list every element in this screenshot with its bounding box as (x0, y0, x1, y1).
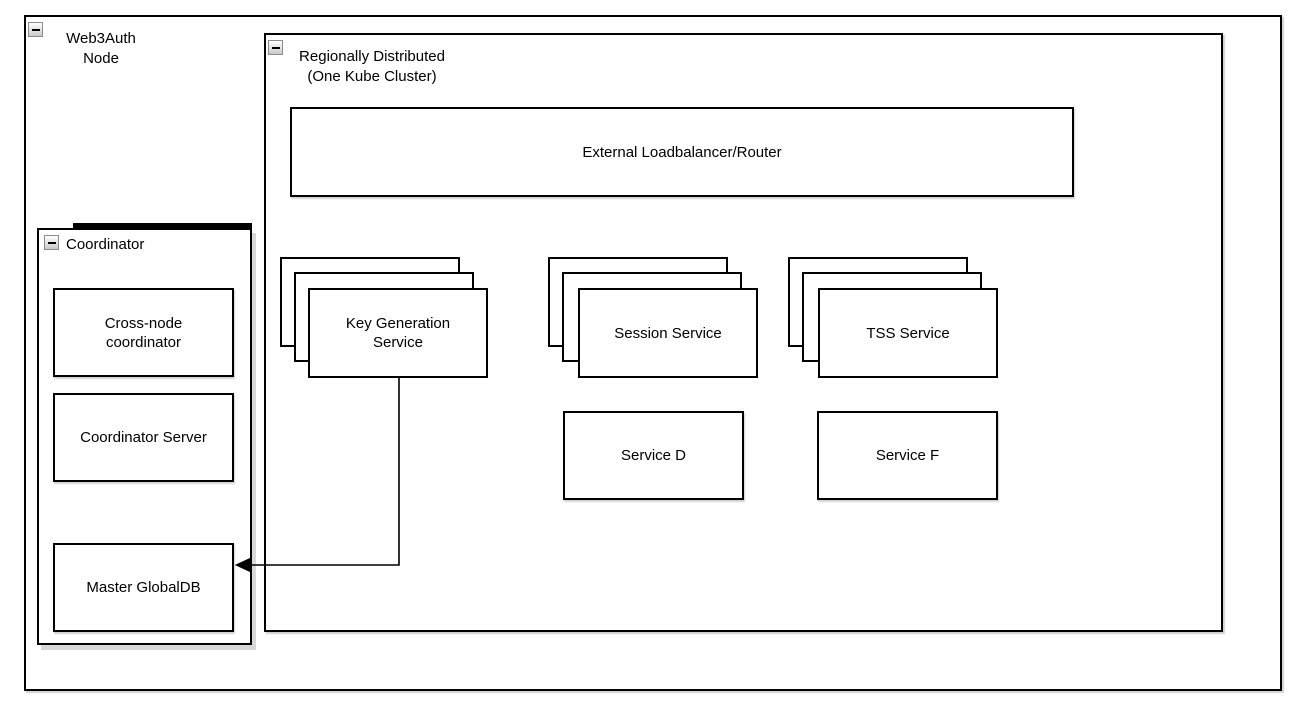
master-globaldb-box[interactable]: Master GlobalDB (53, 543, 234, 632)
coordinator-label: Coordinator (66, 236, 145, 253)
key-generation-label: Key Generation Service (345, 315, 451, 351)
tss-service-label: TSS Service (866, 324, 950, 342)
service-d-label: Service D (620, 447, 687, 464)
collapse-icon[interactable] (44, 235, 59, 250)
service-f-box[interactable]: Service F (817, 411, 998, 500)
coordinator-top-bar (73, 223, 252, 228)
minus-icon (271, 46, 280, 49)
session-service-label: Session Service (614, 324, 722, 342)
session-service-box[interactable]: Session Service (578, 288, 758, 378)
minus-icon (47, 241, 56, 244)
external-loadbalancer-label: External Loadbalancer/Router (582, 143, 782, 161)
coordinator-server-label: Coordinator Server (80, 429, 207, 446)
master-globaldb-label: Master GlobalDB (86, 579, 201, 596)
cross-node-coordinator-box[interactable]: Cross-node coordinator (53, 288, 234, 377)
collapse-icon[interactable] (28, 22, 43, 37)
minus-icon (31, 28, 40, 31)
collapse-icon[interactable] (268, 40, 283, 55)
regionally-distributed-label: Regionally Distributed (One Kube Cluster… (299, 48, 445, 85)
service-f-label: Service F (875, 447, 940, 464)
external-loadbalancer-box[interactable]: External Loadbalancer/Router (290, 107, 1074, 197)
coordinator-server-box[interactable]: Coordinator Server (53, 393, 234, 482)
web3auth-node-label: Web3Auth Node (66, 30, 136, 67)
tss-service-box[interactable]: TSS Service (818, 288, 998, 378)
service-d-box[interactable]: Service D (563, 411, 744, 500)
key-generation-box[interactable]: Key Generation Service (308, 288, 488, 378)
cross-node-coordinator-label: Cross-node coordinator (104, 314, 183, 351)
